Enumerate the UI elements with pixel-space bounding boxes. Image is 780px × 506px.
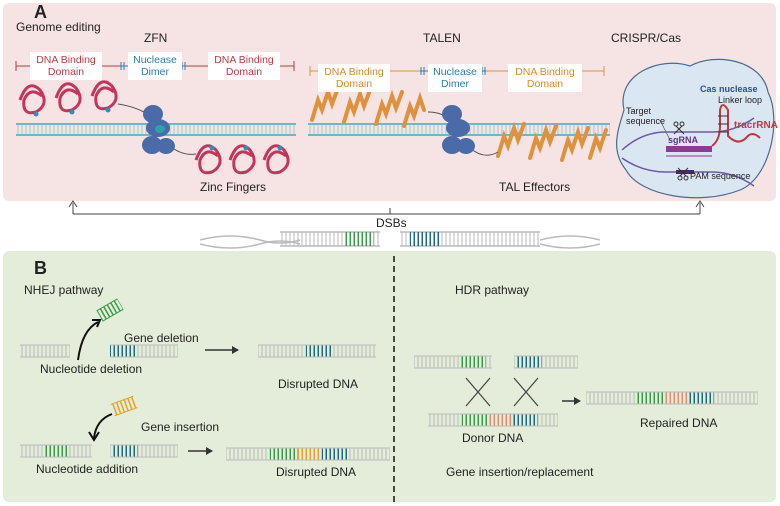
talen-heading: TALEN — [423, 31, 461, 45]
talen-nuclease-dimer-label: Nuclease Dimer — [428, 64, 482, 92]
sgrna-label: sgRNA — [668, 135, 699, 145]
gene-deletion-label: Gene deletion — [124, 331, 199, 345]
crispr-heading: CRISPR/Cas — [611, 31, 682, 45]
dsbs-label: DSBs — [376, 216, 407, 230]
talen-binding-domain-left: DNA Binding Domain — [318, 64, 390, 92]
tracrrna-label: tracrRNA — [734, 120, 778, 131]
dsb-dna — [199, 231, 601, 249]
tracrrna-loop — [711, 104, 761, 147]
zfn-nuclease-dimer-label: Nuclease Dimer — [128, 52, 182, 80]
tal-effector-helices — [310, 85, 608, 162]
gene-insertion-replacement-label: Gene insertion/replacement — [446, 465, 594, 479]
zinc-fingers-caption: Zinc Fingers — [200, 180, 267, 194]
zfn-nuclease-dimer — [142, 105, 175, 154]
cas-nuclease-label: Cas nuclease — [700, 84, 758, 94]
tal-effectors-caption: TAL Effectors — [499, 180, 571, 194]
gene-insertion-label: Gene insertion — [141, 420, 220, 434]
disrupted-dna-top-label: Disrupted DNA — [278, 377, 359, 391]
hdr-heading: HDR pathway — [455, 283, 530, 297]
hdr-dna — [414, 355, 758, 427]
linker-loop-label: Linker loop — [718, 95, 763, 105]
nucleotide-addition-label: Nucleotide addition — [36, 462, 139, 476]
zinc-finger-motifs — [18, 80, 290, 175]
nhej-insertion-dna — [20, 395, 390, 461]
talen-nuclease-dimer — [442, 105, 475, 154]
disrupted-dna-bottom-label: Disrupted DNA — [276, 465, 357, 479]
panel-b-letter: B — [34, 258, 47, 278]
repaired-dna-label: Repaired DNA — [640, 416, 718, 430]
crispr-dna — [621, 117, 755, 187]
zfn-binding-domain-right: DNA Binding Domain — [208, 52, 280, 80]
genome-editing-title: Genome editing — [16, 20, 101, 34]
zfn-binding-domain-left: DNA Binding Domain — [30, 52, 102, 80]
nhej-heading: NHEJ pathway — [24, 283, 104, 297]
target-sequence-label: Target sequence — [626, 106, 666, 126]
nhej-deletion-dna — [20, 298, 376, 361]
crispr-cas-blob — [616, 58, 775, 199]
zfn-heading: ZFN — [144, 31, 168, 45]
donor-dna-label: Donor DNA — [462, 431, 524, 445]
panel-a-letter: A — [34, 2, 47, 22]
dsbs-bracket — [68, 200, 705, 215]
scissors-icon — [673, 121, 689, 181]
nucleotide-deletion-label: Nucleotide deletion — [40, 362, 143, 376]
pam-sequence-label: PAM sequence — [690, 171, 751, 181]
talen-binding-domain-right: DNA Binding Domain — [508, 64, 582, 92]
